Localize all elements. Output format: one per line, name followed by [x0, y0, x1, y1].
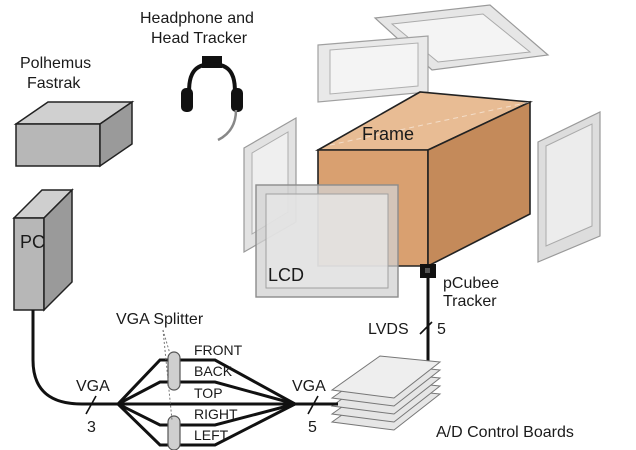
pcubee-label-line1: pCubee [443, 275, 499, 292]
lvds-count: 5 [437, 321, 446, 338]
vga-in-count: 3 [87, 419, 96, 436]
back-label: BACK [194, 363, 233, 379]
headphone-label-line1: Headphone and [140, 10, 254, 27]
pc-tower: PC [12, 188, 74, 312]
pcubee-label-line2: Tracker [443, 293, 497, 310]
right-label: RIGHT [194, 406, 238, 422]
vga-splitter: VGA Splitter FRONT BACK TOP RIGHT LEFT [116, 311, 296, 450]
headphone-icon: Headphone and Head Tracker [140, 10, 254, 142]
headphone-label-line2: Head Tracker [151, 30, 248, 47]
top-label: TOP [194, 385, 223, 401]
polhemus-label-line1: Polhemus [20, 55, 91, 72]
polhemus-fastrak-box: Polhemus Fastrak [13, 55, 135, 168]
left-label: LEFT [194, 427, 229, 443]
pcubee-tracker: pCubee Tracker LVDS 5 [368, 264, 499, 370]
frame-label: Frame [362, 124, 414, 144]
vga-splitter-label: VGA Splitter [116, 311, 204, 328]
boards-vga-cable: VGA 5 [292, 378, 338, 436]
vga-out-count: 5 [308, 419, 317, 436]
front-lcd-panel: LCD [255, 184, 399, 298]
vga-in-label: VGA [76, 378, 110, 395]
lcd-label: LCD [268, 265, 304, 285]
right-lcd-panel [537, 111, 601, 263]
cube-side-face [427, 100, 531, 268]
vga-out-label: VGA [292, 378, 326, 395]
back-lcd-panel [317, 35, 429, 103]
polhemus-label-line2: Fastrak [27, 75, 81, 92]
pc-vga-cable: VGA 3 [31, 310, 118, 436]
pc-label: PC [20, 232, 45, 252]
lvds-label: LVDS [368, 321, 409, 338]
front-label: FRONT [194, 342, 243, 358]
ad-boards-label: A/D Control Boards [436, 424, 574, 441]
ad-control-boards: A/D Control Boards [330, 355, 574, 441]
